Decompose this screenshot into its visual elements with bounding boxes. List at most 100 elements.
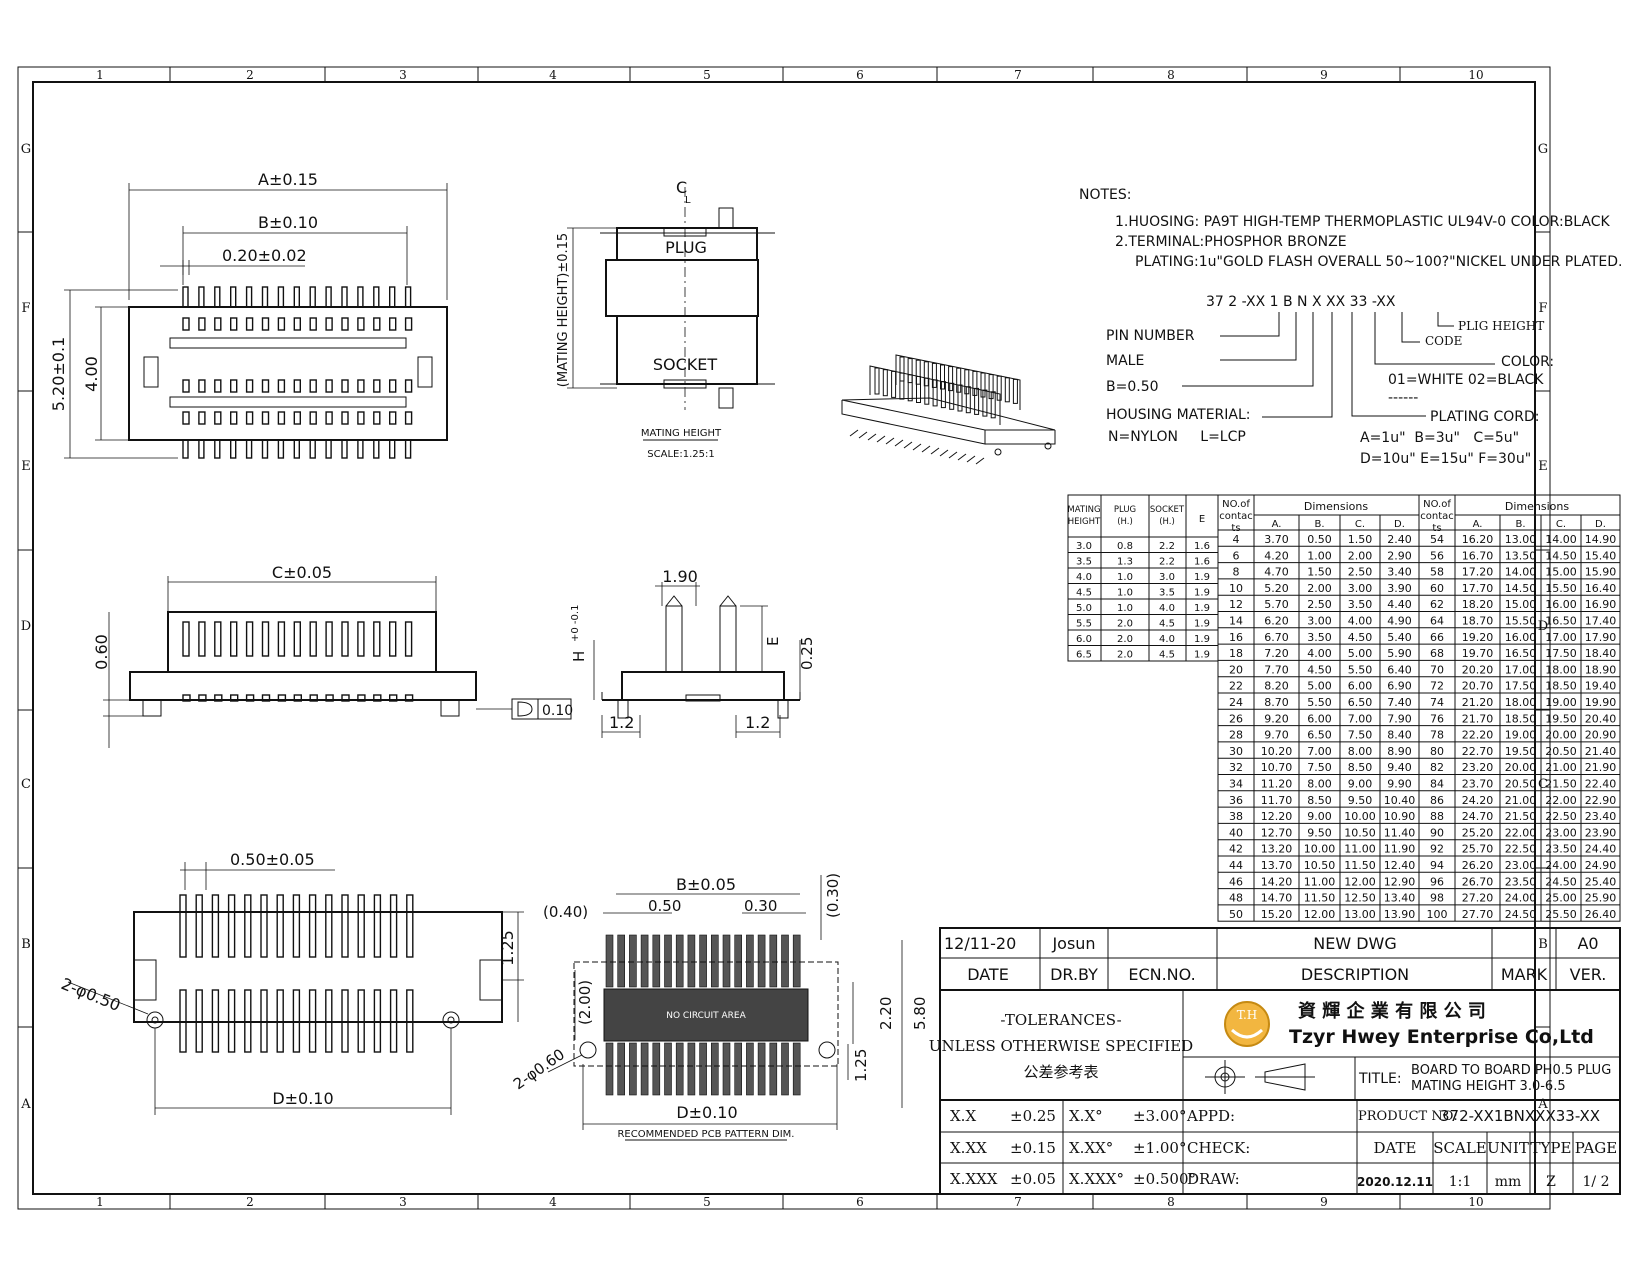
table-cell: 18 bbox=[1229, 647, 1243, 660]
table-cell: 10.50 bbox=[1344, 826, 1376, 839]
table-cell: 4.0 bbox=[1159, 634, 1175, 645]
pad bbox=[722, 934, 731, 988]
table-cell: 28 bbox=[1229, 729, 1243, 742]
table-cell: 13.00 bbox=[1505, 533, 1537, 546]
table-cell: 19.00 bbox=[1505, 729, 1537, 742]
table-cell: 17.70 bbox=[1462, 582, 1494, 595]
table-header: B. bbox=[1314, 519, 1324, 530]
pad bbox=[722, 1042, 731, 1096]
color-label: COLOR: bbox=[1501, 354, 1554, 370]
side-view: C±0.05 0.60 0.10 bbox=[92, 563, 573, 748]
table-header: C. bbox=[1355, 519, 1365, 530]
table-cell: 12.20 bbox=[1261, 810, 1293, 823]
contact bbox=[182, 317, 190, 331]
contact bbox=[389, 411, 397, 425]
table-cell: 18.00 bbox=[1505, 696, 1537, 709]
pin bbox=[276, 894, 284, 958]
pad bbox=[781, 1042, 789, 1096]
tail bbox=[325, 694, 334, 702]
table-header: HEIGHT bbox=[1068, 517, 1101, 527]
dim-bottom-h: 1.25 bbox=[498, 930, 517, 966]
table-cell: 8.50 bbox=[1348, 761, 1373, 774]
pin bbox=[261, 439, 269, 459]
tail bbox=[389, 694, 398, 702]
contact bbox=[261, 379, 270, 393]
pad bbox=[769, 934, 778, 988]
table-cell: 2.00 bbox=[1348, 549, 1373, 562]
pin bbox=[245, 286, 253, 308]
contact bbox=[325, 317, 333, 331]
pin bbox=[404, 286, 412, 308]
zone-col-label: 3 bbox=[399, 1195, 407, 1209]
meta-header: PAGE bbox=[1575, 1139, 1617, 1157]
table-header: NO.of bbox=[1222, 499, 1250, 510]
pcb-dim-h3: 5.80 bbox=[911, 997, 929, 1030]
table-cell: 17.00 bbox=[1545, 631, 1577, 644]
table-cell: 5.5 bbox=[1076, 619, 1092, 630]
zone-col-label: 2 bbox=[246, 68, 254, 82]
table-cell: 22.20 bbox=[1462, 729, 1494, 742]
table-cell: 7.40 bbox=[1387, 696, 1412, 709]
pad bbox=[617, 934, 626, 988]
table-cell: 3.00 bbox=[1348, 582, 1373, 595]
table-cell: 100 bbox=[1427, 908, 1448, 921]
zone-col-label: 2 bbox=[246, 1195, 254, 1209]
table-cell: 17.90 bbox=[1585, 631, 1617, 644]
contact bbox=[341, 621, 349, 657]
table-cell: 1.6 bbox=[1194, 541, 1210, 552]
table-cell: 4.00 bbox=[1348, 615, 1373, 628]
plating-options-2: D=10u" E=15u" F=30u" bbox=[1360, 451, 1531, 467]
table-cell: 22.50 bbox=[1545, 810, 1577, 823]
table-cell: 5.40 bbox=[1387, 631, 1412, 644]
table-cell: 24 bbox=[1229, 696, 1243, 709]
pin bbox=[293, 439, 300, 459]
table-cell: 22 bbox=[1229, 680, 1243, 693]
table-cell: 25.00 bbox=[1545, 892, 1577, 905]
detail-l2: 1.2 bbox=[745, 713, 770, 732]
housing-options: N=NYLON L=LCP bbox=[1108, 429, 1246, 445]
hdr-ecn: ECN.NO. bbox=[1128, 965, 1195, 984]
table-cell: 20.20 bbox=[1462, 663, 1494, 676]
table-cell: 1.50 bbox=[1348, 533, 1373, 546]
table-frame bbox=[1418, 494, 1621, 922]
pin bbox=[325, 894, 333, 958]
contact bbox=[198, 621, 206, 657]
iso-contact bbox=[924, 377, 930, 405]
detail-view: 1.90 H +0 -0.1 E 0.25 1.2 1.2 bbox=[570, 567, 816, 738]
table-cell: 13.90 bbox=[1384, 908, 1416, 921]
table-cell: 46 bbox=[1229, 875, 1243, 888]
contact bbox=[389, 317, 397, 331]
flatness-value: 0.10 bbox=[542, 703, 573, 719]
detail-l1: 1.2 bbox=[609, 713, 634, 732]
pin bbox=[373, 286, 380, 308]
table-cell: 22.40 bbox=[1585, 778, 1617, 791]
table-cell: 6 bbox=[1233, 549, 1240, 562]
table-cell: 1.3 bbox=[1117, 557, 1133, 568]
pad bbox=[769, 1042, 778, 1096]
table-cell: 16 bbox=[1229, 631, 1243, 644]
iso-contact bbox=[996, 375, 1002, 401]
plug-label: PLUG bbox=[665, 238, 707, 257]
contact bbox=[325, 379, 333, 393]
table-header: MATING bbox=[1067, 505, 1100, 515]
pad bbox=[617, 1042, 626, 1096]
iso-contact bbox=[931, 362, 937, 388]
table-cell: 76 bbox=[1430, 712, 1444, 725]
table-cell: 16.00 bbox=[1545, 598, 1577, 611]
table-cell: 3.00 bbox=[1307, 615, 1332, 628]
no-circuit-area: NO CIRCUIT AREA bbox=[666, 1011, 746, 1021]
table-cell: 5.00 bbox=[1348, 647, 1373, 660]
table-cell: 90 bbox=[1430, 826, 1444, 839]
pad bbox=[687, 1042, 696, 1096]
note-2: 2.TERMINAL:PHOSPHOR BRONZE bbox=[1115, 234, 1347, 250]
note-1: 1.HUOSING: PA9T HIGH-TEMP THERMOPLASTIC … bbox=[1115, 214, 1611, 230]
table-cell: 23.40 bbox=[1585, 810, 1617, 823]
meta-value: Z bbox=[1546, 1174, 1556, 1190]
zone-col-label: 7 bbox=[1014, 1195, 1022, 1209]
pin bbox=[198, 286, 205, 308]
table-cell: 11.90 bbox=[1384, 843, 1416, 856]
title-line-2: MATING HEIGHT 3.0-6.5 bbox=[1411, 1079, 1566, 1094]
table-cell: 88 bbox=[1430, 810, 1444, 823]
rev-date: 12/11-20 bbox=[944, 934, 1016, 953]
contact bbox=[404, 379, 413, 393]
